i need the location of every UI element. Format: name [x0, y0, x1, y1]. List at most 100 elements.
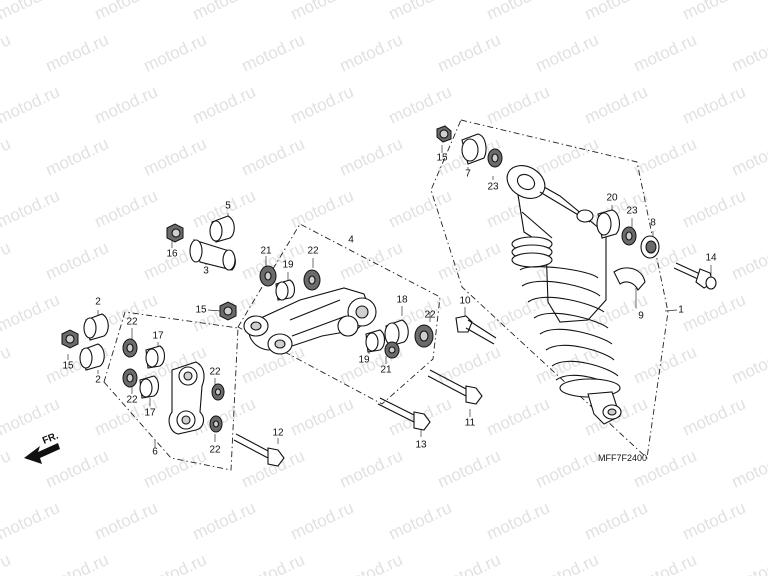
nut-part-15-mid	[219, 301, 237, 321]
callout-22: 22	[126, 317, 138, 328]
watermark-text: motod.ru	[631, 342, 700, 388]
callout-13: 13	[415, 440, 427, 451]
callout-4: 4	[348, 235, 354, 246]
watermark-text: motod.ru	[337, 30, 406, 76]
watermark-text: motod.ru	[533, 134, 602, 180]
watermark-text: motod.ru	[43, 238, 112, 284]
watermark-text: motod.ru	[386, 0, 455, 24]
bolt-part-12	[233, 433, 285, 467]
watermark-text: motod.ru	[190, 0, 259, 24]
callout-16: 16	[166, 249, 178, 260]
callout-17: 17	[144, 408, 156, 419]
callout-2: 2	[95, 375, 101, 386]
callout-21: 21	[260, 246, 272, 257]
callout-14: 14	[705, 253, 717, 264]
callout-labels: 1 2 2 3 4 5 6 7 8 9 10 11 12 13 14 15 15…	[62, 153, 717, 458]
callout-21: 21	[380, 365, 392, 376]
callout-6: 6	[152, 447, 158, 458]
watermark-text: motod.ru	[582, 0, 651, 24]
callout-22: 22	[307, 246, 319, 257]
callout-1: 1	[678, 305, 684, 316]
watermark-text: motod.ru	[533, 30, 602, 76]
link-plate-group	[61, 313, 225, 435]
watermark-text: motod.ru	[435, 238, 504, 284]
watermark-text: motod.ru	[0, 186, 62, 232]
watermark-text: motod.ru	[190, 82, 259, 128]
watermark-text: motod.ru	[0, 290, 62, 336]
callout-19: 19	[282, 260, 294, 271]
watermark-text: motod.ru	[337, 550, 406, 576]
callout-5: 5	[225, 201, 231, 212]
callout-18: 18	[396, 295, 408, 306]
callout-20: 20	[606, 193, 618, 204]
bolt-part-14	[673, 262, 717, 290]
watermark-text: motod.ru	[43, 550, 112, 576]
watermark-text: motod.ru	[435, 30, 504, 76]
front-direction-arrow: FR.	[24, 430, 60, 464]
watermark-text: motod.ru	[435, 550, 504, 576]
link-collars	[166, 215, 236, 271]
watermark-text: motod.ru	[0, 238, 13, 284]
watermark-text: motod.ru	[0, 82, 62, 128]
watermark-text: motod.ru	[729, 30, 768, 76]
callout-23: 23	[487, 182, 499, 193]
watermark-text: motod.ru	[729, 550, 768, 576]
watermark-text: motod.ru	[680, 498, 749, 544]
callout-15: 15	[195, 305, 207, 316]
watermark-text: motod.ru	[239, 134, 308, 180]
watermark-text: motod.ru	[729, 342, 768, 388]
watermark-text: motod.ru	[0, 342, 13, 388]
watermark-text: motod.ru	[288, 394, 357, 440]
watermark-text: motod.ru	[729, 238, 768, 284]
watermark-text: motod.ru	[0, 134, 13, 180]
watermark-text: motod.ru	[92, 82, 161, 128]
callout-15: 15	[436, 153, 448, 164]
watermark-text: motod.ru	[337, 238, 406, 284]
callout-7: 7	[465, 169, 471, 180]
watermark-text: motod.ru	[435, 446, 504, 492]
shock-link-arm	[243, 287, 377, 355]
watermark-text: motod.ru	[484, 0, 553, 24]
watermark-text: motod.ru	[288, 82, 357, 128]
watermark-text: motod.ru	[680, 82, 749, 128]
watermark-text: motod.ru	[631, 550, 700, 576]
watermark-text: motod.ru	[288, 0, 357, 24]
watermark-text: motod.ru	[337, 134, 406, 180]
callout-10: 10	[459, 296, 471, 307]
watermark-text: motod.ru	[190, 498, 259, 544]
watermark-text: motod.ru	[680, 186, 749, 232]
group-box-link-arm	[237, 223, 441, 405]
watermark-text: motod.ru	[288, 186, 357, 232]
watermark-text: motod.ru	[386, 498, 455, 544]
rear-shock-absorber	[506, 165, 622, 425]
watermark-text: motod.ru	[43, 134, 112, 180]
watermark-text: motod.ru	[386, 186, 455, 232]
watermark-text: motod.ru	[484, 394, 553, 440]
watermark-text: motod.ru	[582, 498, 651, 544]
watermark-text: motod.ru	[582, 82, 651, 128]
callout-17: 17	[152, 331, 164, 342]
watermark-text: motod.ru	[533, 550, 602, 576]
watermark-text: motod.ru	[0, 30, 13, 76]
watermark-text: motod.ru	[0, 0, 62, 24]
watermark-text: motod.ru	[239, 30, 308, 76]
watermark-text: motod.ru	[533, 446, 602, 492]
callout-8: 8	[650, 218, 656, 229]
watermark-text: motod.ru	[0, 550, 13, 576]
callout-22: 22	[126, 395, 138, 406]
callout-15: 15	[62, 361, 74, 372]
watermark-text: motod.ru	[0, 498, 62, 544]
watermark-text: motod.ru	[0, 446, 13, 492]
callout-22: 22	[424, 310, 436, 321]
callout-3: 3	[203, 266, 209, 277]
watermark-text: motod.ru	[239, 550, 308, 576]
watermark-text: motod.ru	[92, 186, 161, 232]
callout-11: 11	[465, 418, 476, 429]
watermark-text: motod.ru	[92, 498, 161, 544]
watermark-text: motod.ru	[680, 394, 749, 440]
watermark-text: motod.ru	[631, 30, 700, 76]
watermark-text: motod.ru	[680, 0, 749, 24]
watermark-text: motod.ru	[631, 134, 700, 180]
watermark-text: motod.ru	[141, 446, 210, 492]
